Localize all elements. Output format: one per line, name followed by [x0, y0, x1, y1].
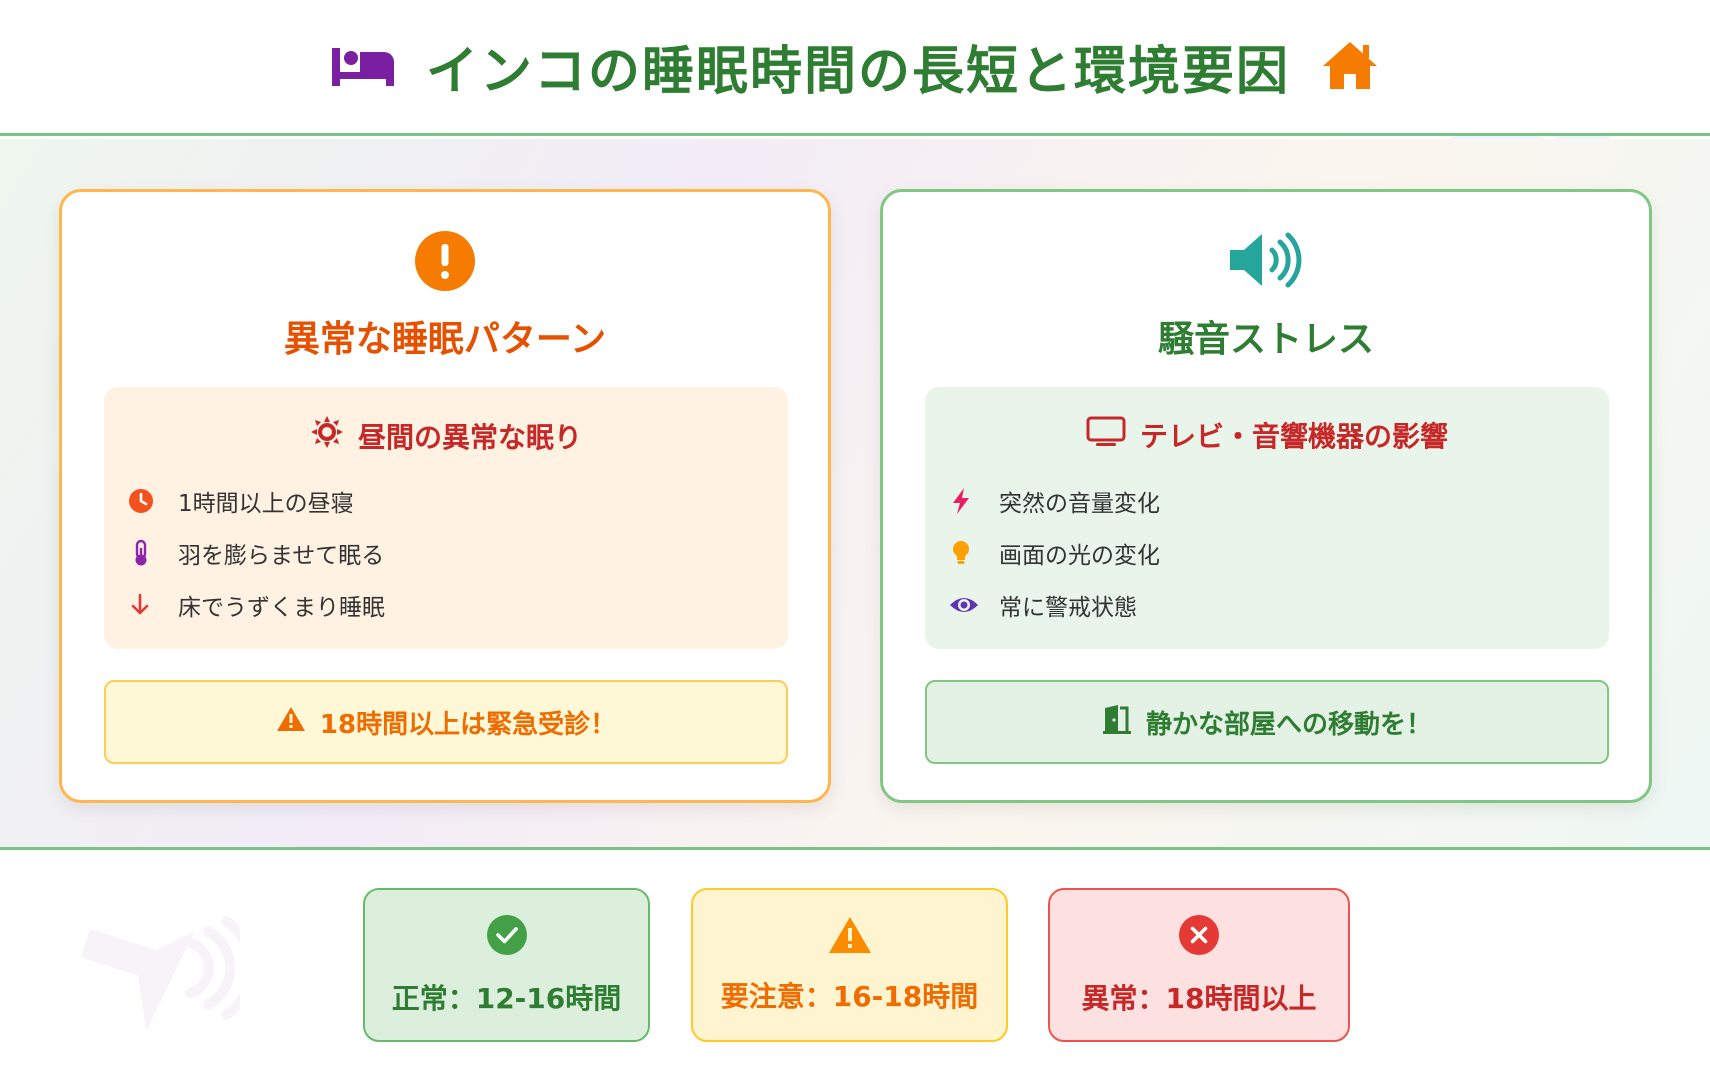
status-normal: 正常：12-16時間: [363, 888, 650, 1042]
list-item: 羽を膨らませて眠る: [128, 527, 768, 579]
x-circle-icon: [1178, 914, 1220, 963]
check-circle-icon: [486, 914, 528, 963]
abnormal-sleep-card: 異常な睡眠パターン 昼間の異常な眠り: [59, 189, 831, 803]
home-icon: [1320, 39, 1380, 95]
eye-icon: [949, 590, 999, 620]
thermometer-icon: [128, 538, 178, 568]
status-label: 異常：18時間以上: [1081, 981, 1317, 1015]
speaker-decoration-icon: [70, 903, 257, 1037]
status-caution: 要注意：16-18時間: [691, 888, 1008, 1042]
door-icon: [1102, 704, 1132, 741]
page-title: インコの睡眠時間の長短と環境要因: [425, 42, 1290, 102]
page-header: インコの睡眠時間の長短と環境要因: [0, 0, 1710, 136]
card-title: 異常な睡眠パターン: [283, 319, 607, 360]
warning-icon: [828, 916, 872, 961]
list-item: 画面の光の変化: [949, 527, 1589, 579]
list-item: 1時間以上の昼寝: [128, 475, 768, 527]
lightbulb-icon: [949, 538, 999, 568]
sun-icon: [310, 415, 344, 456]
bed-icon: [330, 42, 396, 92]
clock-icon: [128, 486, 178, 516]
tv-icon: [1086, 416, 1126, 455]
daytime-sleep-panel: 昼間の異常な眠り 1時間以上の昼寝: [104, 387, 788, 649]
callout-text: 18時間以上は緊急受診！: [319, 709, 617, 740]
tv-influence-panel: テレビ・音響機器の影響 突然の音量変化: [925, 387, 1609, 649]
status-label: 要注意：16-18時間: [720, 979, 979, 1013]
warning-icon: [276, 706, 306, 739]
noise-stress-card: 騒音ストレス テレビ・音響機器の影響: [880, 189, 1652, 803]
effect-list: 突然の音量変化 画面の光の変化: [949, 475, 1589, 631]
list-item: 床でうずくまり睡眠: [128, 579, 768, 631]
speaker-icon: [1226, 230, 1306, 294]
panel-heading: 昼間の異常な眠り: [357, 420, 582, 454]
list-item: 突然の音量変化: [949, 475, 1589, 527]
list-item: 常に警戒状態: [949, 579, 1589, 631]
arrow-down-icon: [128, 590, 178, 620]
move-room-callout: 静かな部屋への移動を！: [925, 680, 1609, 764]
emergency-callout: 18時間以上は緊急受診！: [104, 680, 788, 764]
panel-heading: テレビ・音響機器の影響: [1139, 420, 1448, 453]
main-content: 異常な睡眠パターン 昼間の異常な眠り: [0, 139, 1710, 850]
status-legend: 正常：12-16時間 要注意：16-18時間 異常：18時間以上: [0, 853, 1710, 1067]
callout-text: 静かな部屋への移動を！: [1145, 709, 1432, 740]
bolt-icon: [949, 486, 999, 516]
exclamation-circle-icon: [414, 230, 476, 296]
symptom-list: 1時間以上の昼寝 羽を膨らませて眠る: [128, 475, 768, 631]
card-title: 騒音ストレス: [1157, 319, 1374, 360]
status-label: 正常：12-16時間: [391, 981, 622, 1015]
status-abnormal: 異常：18時間以上: [1048, 888, 1350, 1042]
